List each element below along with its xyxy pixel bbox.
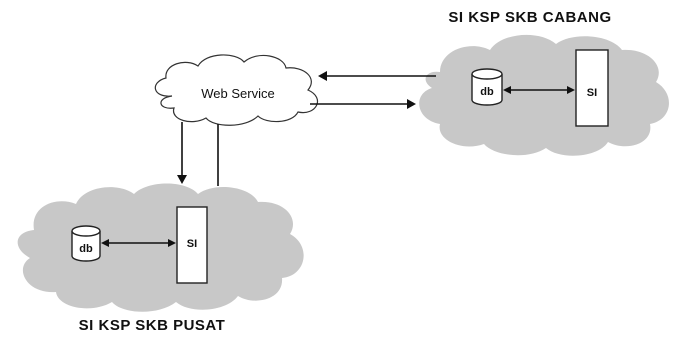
cabang-title: SI KSP SKB CABANG (448, 9, 611, 26)
cabang-cloud-shape (419, 34, 669, 156)
web-service-cloud-shape (154, 54, 319, 126)
cabang-db-label: db (480, 86, 494, 98)
cabang-database-icon: db (471, 68, 503, 106)
pusat-si-label: SI (187, 238, 197, 250)
arrow-cabang-to-web-service (318, 71, 436, 81)
pusat-database-icon: db (71, 225, 101, 262)
web-service-label: Web Service (201, 86, 274, 101)
arrow-web-service-to-cabang (310, 99, 416, 109)
cabang-node: SI KSP SKB CABANG db SI (419, 9, 669, 156)
cabang-si-label: SI (587, 87, 597, 99)
web-service-node: Web Service (154, 54, 319, 126)
pusat-title: SI KSP SKB PUSAT (79, 317, 226, 334)
cabang-si-box (575, 49, 609, 127)
ws-cabang-connectors (310, 71, 436, 109)
pusat-db-si-connector (101, 239, 176, 247)
ws-pusat-connectors (177, 122, 219, 186)
cabang-db-si-connector (503, 86, 575, 94)
pusat-node: SI KSP SKB PUSAT db SI (17, 183, 304, 334)
pusat-db-label: db (79, 243, 93, 255)
pusat-si-box (176, 206, 208, 284)
arrow-web-service-to-pusat (177, 122, 187, 184)
pusat-cloud-shape (17, 183, 304, 312)
